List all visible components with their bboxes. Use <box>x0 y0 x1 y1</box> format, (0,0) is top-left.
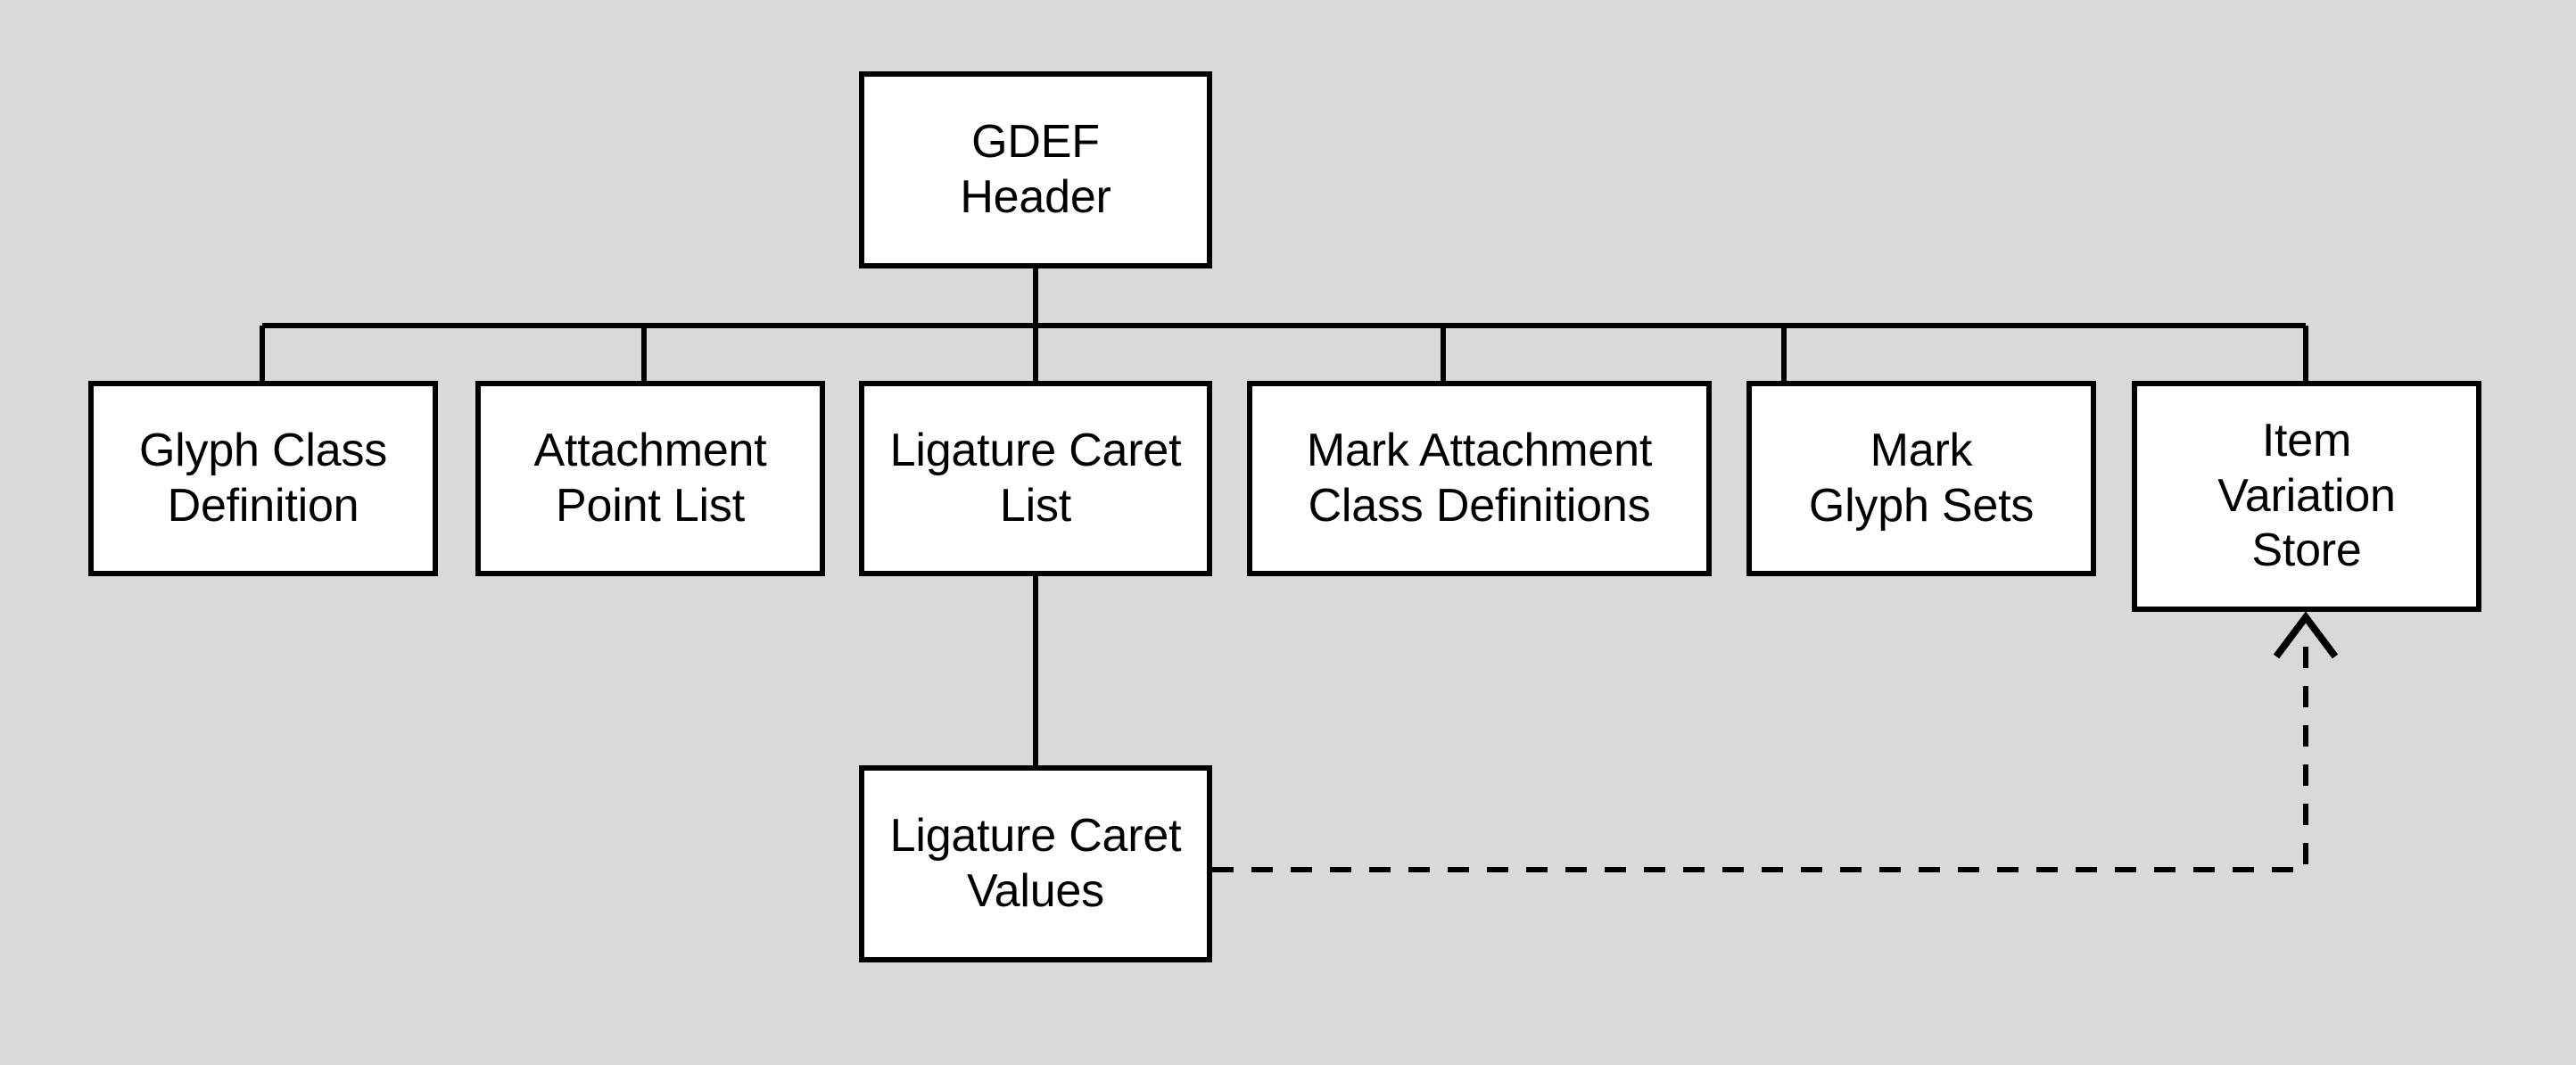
node-mark-glyph-sets[interactable]: Mark Glyph Sets <box>1746 381 2096 576</box>
node-gdef-header[interactable]: GDEF Header <box>859 71 1212 268</box>
connector-dashed-values-to-item-variation <box>1212 630 2308 872</box>
node-attachment-point-list-label: Attachment Point List <box>533 425 767 532</box>
node-mark-attachment-class-definitions[interactable]: Mark Attachment Class Definitions <box>1247 381 1712 576</box>
node-attachment-point-list[interactable]: Attachment Point List <box>475 381 825 576</box>
node-glyph-class-definition[interactable]: Glyph Class Definition <box>88 381 438 576</box>
node-gdef-header-label: GDEF Header <box>960 116 1111 223</box>
node-ligature-caret-list[interactable]: Ligature Caret List <box>859 381 1212 576</box>
node-glyph-class-definition-label: Glyph Class Definition <box>138 425 388 532</box>
node-mark-attachment-class-definitions-label: Mark Attachment Class Definitions <box>1306 425 1653 532</box>
arrowhead-icon <box>2273 611 2339 659</box>
node-ligature-caret-values[interactable]: Ligature Caret Values <box>859 765 1212 962</box>
node-mark-glyph-sets-label: Mark Glyph Sets <box>1808 425 2035 532</box>
node-item-variation-store[interactable]: Item Variation Store <box>2132 381 2481 612</box>
node-ligature-caret-values-label: Ligature Caret Values <box>889 810 1182 917</box>
node-item-variation-store-label: Item Variation Store <box>2217 415 2396 577</box>
node-ligature-caret-list-label: Ligature Caret List <box>889 425 1182 532</box>
